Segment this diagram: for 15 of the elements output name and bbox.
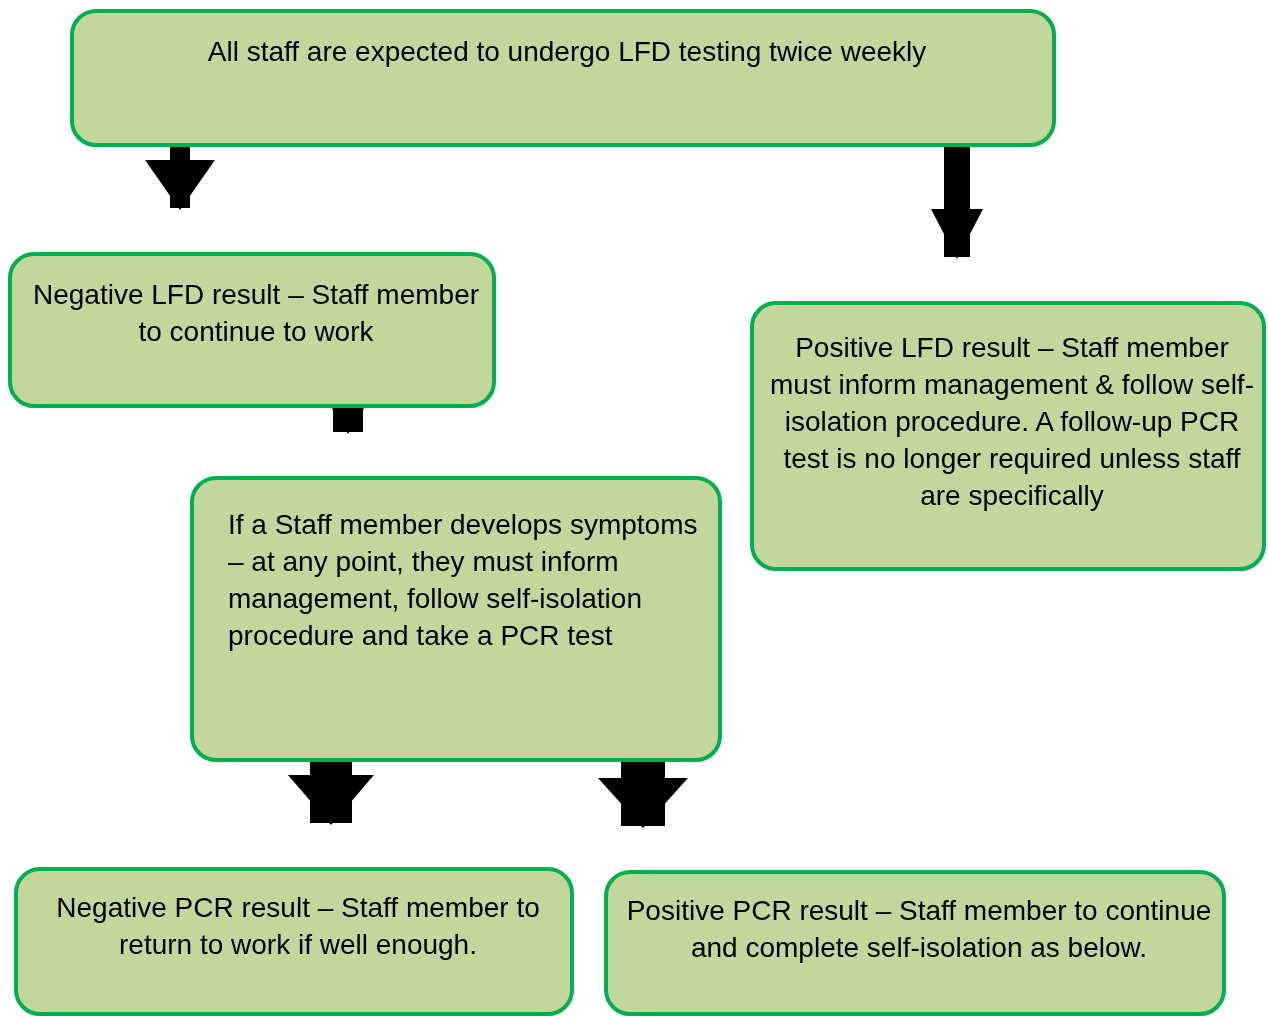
process-box [604, 870, 1226, 1016]
process-box [190, 476, 722, 762]
arrow [288, 762, 374, 825]
process-box [8, 252, 496, 408]
box-text: Negative LFD result – Staff member to continue to work [32, 278, 480, 349]
process-box [14, 867, 574, 1016]
box-text: Negative PCR result – Staff member to return to work if well enough. [55, 891, 541, 962]
arrow [931, 147, 983, 259]
arrow [145, 147, 215, 210]
process-box [750, 301, 1266, 571]
box-text: Positive LFD result – Staff member must inform management & follow self-isolation procedure. A follow-up PCR test is no longer required unless staff are specifically [769, 331, 1255, 513]
box-text: All staff are expected to undergo LFD testing twice weekly [206, 35, 928, 69]
box-text: Positive PCR result – Staff member to continue and complete self-isolation as below. [625, 894, 1213, 965]
box-text: If a Staff member develops symptoms – at any point, they must inform management, follow self-isolation procedure and take a PCR test [228, 508, 698, 653]
process-box [70, 9, 1056, 147]
